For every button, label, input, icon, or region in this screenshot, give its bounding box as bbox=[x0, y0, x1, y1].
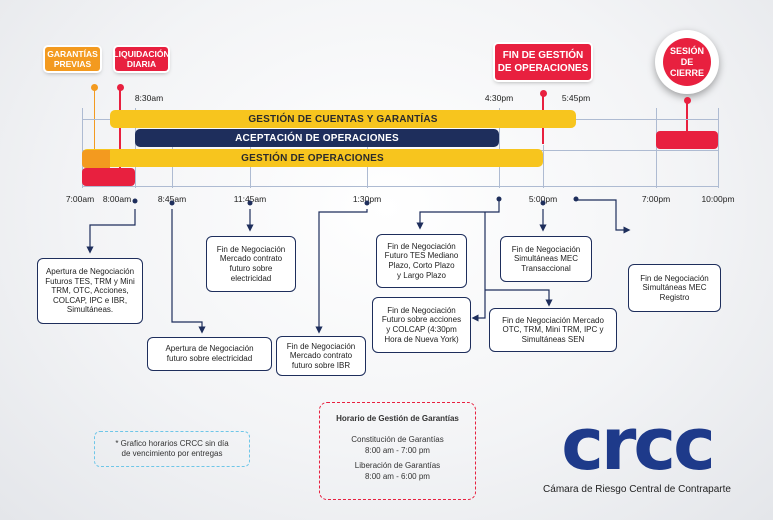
bar-garantias-previas bbox=[82, 150, 110, 168]
time-700am: 7:00am bbox=[65, 194, 95, 204]
bar-aceptacion-label: ACEPTACIÓN DE OPERACIONES bbox=[235, 132, 399, 144]
bar-liquidacion-diaria bbox=[82, 168, 135, 186]
fin-gestion-tag: FIN DE GESTIÓN DE OPERACIONES bbox=[495, 44, 591, 80]
grid-700am bbox=[82, 108, 83, 188]
time-1145am: 11:45am bbox=[233, 194, 267, 204]
time-700pm: 7:00pm bbox=[641, 194, 671, 204]
sesion-cierre-circle: SESIÓN DE CIERRE bbox=[655, 30, 719, 94]
timeline-axis bbox=[82, 186, 718, 187]
time-545pm: 5:45pm bbox=[561, 93, 591, 103]
liquidacion-diaria-stem bbox=[119, 90, 121, 170]
garantias-previas-stem bbox=[94, 90, 95, 168]
guarantee-title: Horario de Gestión de Garantías bbox=[336, 414, 459, 423]
time-800am: 8:00am bbox=[102, 194, 132, 204]
connector-430pm bbox=[416, 199, 500, 230]
liquidacion-diaria-dot bbox=[117, 84, 124, 91]
bar-sesion-cierre bbox=[656, 131, 718, 149]
guarantee-liberacion-time: 8:00 am - 6:00 pm bbox=[365, 472, 430, 481]
box-fin-mec-transaccional: Fin de Negociación Simultáneas MEC Trans… bbox=[500, 236, 592, 282]
time-500pm: 5:00pm bbox=[528, 194, 558, 204]
guarantee-constitucion-time: 8:00 am - 7:00 pm bbox=[365, 446, 430, 455]
connector-845am bbox=[171, 209, 206, 334]
bar-gestion-operaciones-label: GESTIÓN DE OPERACIONES bbox=[241, 152, 384, 164]
time-845am: 8:45am bbox=[157, 194, 187, 204]
grid-430pm bbox=[499, 108, 500, 188]
footnote-box: * Grafico horarios CRCC sin día de venci… bbox=[94, 431, 250, 467]
garantias-previas-dot bbox=[91, 84, 98, 91]
connector-130pm bbox=[315, 209, 368, 334]
liquidacion-diaria-tag: LIQUIDACIÓN DIARIA bbox=[113, 47, 170, 71]
grid-1000pm bbox=[718, 108, 719, 188]
footnote-line-2: de vencimiento por entregas bbox=[121, 449, 223, 458]
footnote-line-1: * Grafico horarios CRCC sin día bbox=[115, 439, 229, 448]
bar-gestion-cuentas-label: GESTIÓN DE CUENTAS Y GARANTÍAS bbox=[248, 113, 438, 125]
box-fin-tes: Fin de Negociación Futuro TES Mediano Pl… bbox=[376, 234, 467, 288]
crcc-logo: crcc Cámara de Riesgo Central de Contrap… bbox=[522, 402, 752, 502]
guarantee-liberacion-label: Liberación de Garantías bbox=[354, 461, 441, 470]
connector-430pm-c bbox=[485, 289, 553, 307]
box-fin-electricidad: Fin de Negociación Mercado contrato futu… bbox=[206, 236, 296, 292]
connector-430pm-b bbox=[471, 212, 486, 322]
box-apertura-electricidad: Apertura de Negociación futuro sobre ele… bbox=[147, 337, 272, 371]
garantias-previas-tag: GARANTÍAS PREVIAS bbox=[45, 47, 100, 71]
bar-gestion-cuentas-garantias: GESTIÓN DE CUENTAS Y GARANTÍAS bbox=[110, 110, 576, 128]
sesion-cierre-stem bbox=[686, 103, 688, 131]
bar-aceptacion-operaciones: ACEPTACIÓN DE OPERACIONES bbox=[135, 129, 499, 147]
time-130pm: 1:30pm bbox=[352, 194, 382, 204]
sesion-cierre-dot bbox=[684, 97, 691, 104]
sesion-cierre-label: SESIÓN DE CIERRE bbox=[663, 38, 711, 86]
grid-500pm bbox=[543, 145, 544, 188]
crcc-logo-text: crcc bbox=[561, 402, 716, 486]
connector-545pm bbox=[575, 199, 631, 234]
box-fin-ibr: Fin de Negociación Mercado contrato futu… bbox=[276, 336, 366, 376]
time-1000pm: 10:00pm bbox=[701, 194, 735, 204]
box-fin-otc: Fin de Negociación Mercado OTC, TRM, Min… bbox=[489, 308, 617, 352]
bar-gestion-operaciones: GESTIÓN DE OPERACIONES bbox=[82, 149, 543, 167]
time-430pm: 4:30pm bbox=[484, 93, 514, 103]
grid-800am bbox=[135, 108, 136, 188]
guarantee-constitucion-label: Constitución de Garantías bbox=[351, 435, 444, 444]
connector-800am bbox=[86, 209, 136, 254]
guarantee-schedule-box: Horario de Gestión de Garantías Constitu… bbox=[319, 402, 476, 500]
crcc-logo-caption: Cámara de Riesgo Central de Contraparte bbox=[543, 484, 731, 495]
box-fin-mec-registro: Fin de Negociación Simultáneas MEC Regis… bbox=[628, 264, 721, 312]
box-fin-acciones: Fin de Negociación Futuro sobre acciones… bbox=[372, 297, 471, 353]
box-apertura-futuros: Apertura de Negociación Futuros TES, TRM… bbox=[37, 258, 143, 324]
fin-gestion-dot bbox=[540, 90, 547, 97]
time-830am: 8:30am bbox=[134, 93, 164, 103]
